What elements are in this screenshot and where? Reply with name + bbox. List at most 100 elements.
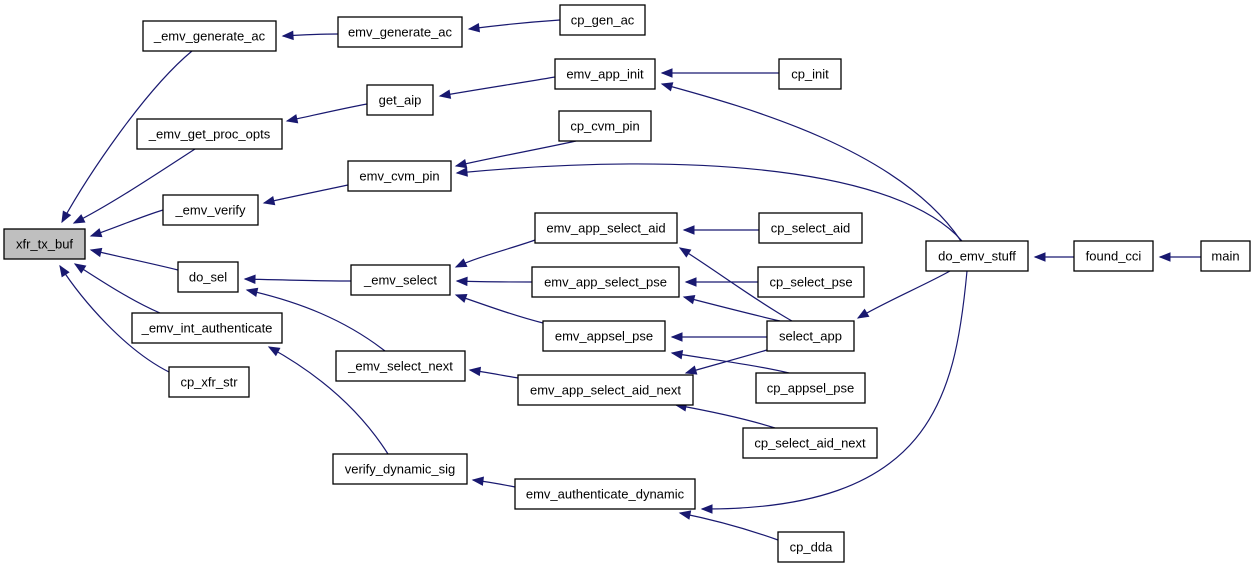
node-box[interactable]: [542, 320, 666, 352]
edge-verify_dynamic_sig-to-_emv_int_authenticate: [267, 346, 389, 455]
edge-cp_appsel_pse-to-emv_appsel_pse: [670, 350, 790, 374]
node-box[interactable]: [778, 58, 842, 90]
node-label: cp_select_aid_next: [754, 436, 866, 451]
node-box[interactable]: [558, 110, 652, 142]
node-emv-app-select-aid[interactable]: emv_app_select_aid: [534, 212, 678, 244]
node-box[interactable]: [1073, 240, 1154, 272]
node-emv-get-proc-opts[interactable]: _emv_get_proc_opts: [136, 118, 283, 150]
node-label: emv_appsel_pse: [555, 329, 653, 344]
node-box[interactable]: [332, 453, 468, 485]
node-box[interactable]: [757, 266, 865, 298]
node-box[interactable]: [168, 366, 250, 398]
edge-do_sel-to-xfr_tx_buf: [89, 247, 179, 271]
arrowhead: [471, 476, 484, 486]
edge-select_app-to-emv_app_select_aid: [678, 247, 793, 322]
node-cp-select-pse[interactable]: cp_select_pse: [757, 266, 865, 298]
edge-get_aip-to-_emv_get_proc_opts: [285, 103, 368, 124]
node-do-sel[interactable]: do_sel: [177, 261, 239, 293]
node-cp-xfr-str[interactable]: cp_xfr_str: [168, 366, 250, 398]
node-emv-app-select-pse[interactable]: emv_app_select_pse: [531, 266, 680, 298]
node-cp-appsel-pse[interactable]: cp_appsel_pse: [755, 372, 866, 404]
node-label: cp_cvm_pin: [570, 119, 639, 134]
node-found-cci[interactable]: found_cci: [1073, 240, 1154, 272]
arrowhead: [678, 510, 692, 520]
node-main[interactable]: main: [1200, 240, 1251, 272]
arrowhead: [89, 228, 103, 238]
node-box[interactable]: [559, 4, 646, 36]
node-label: _emv_int_authenticate: [141, 321, 273, 336]
node-cp-dda[interactable]: cp_dda: [777, 531, 845, 563]
edge-cp_cvm_pin-to-emv_cvm_pin: [454, 140, 577, 169]
edge-line: [456, 163, 963, 242]
node-emv-int-authenticate[interactable]: _emv_int_authenticate: [131, 312, 283, 344]
node-emv-select[interactable]: _emv_select: [350, 264, 451, 296]
node-box[interactable]: [162, 194, 259, 226]
node-cp-select-aid-next[interactable]: cp_select_aid_next: [742, 427, 878, 459]
node-box[interactable]: [142, 20, 277, 52]
edge-_emv_select-to-do_sel: [243, 274, 352, 284]
node-box[interactable]: [925, 240, 1029, 272]
node-emv-verify[interactable]: _emv_verify: [162, 194, 259, 226]
node-box[interactable]: [758, 212, 863, 244]
node-emv-cvm-pin[interactable]: emv_cvm_pin: [347, 160, 452, 192]
edge-_emv_get_proc_opts-to-xfr_tx_buf: [72, 148, 196, 224]
arrowhead: [262, 196, 276, 206]
edge-cp_select_pse-to-emv_app_select_pse: [684, 277, 759, 287]
edge-_emv_verify-to-xfr_tx_buf: [89, 209, 164, 238]
edge-emv_app_select_pse-to-_emv_select: [455, 276, 533, 287]
node-box[interactable]: [1200, 240, 1251, 272]
node-box[interactable]: [366, 84, 434, 116]
edge-emv_app_select_aid-to-_emv_select: [454, 239, 536, 268]
node-box[interactable]: [3, 228, 86, 260]
edge-line: [90, 249, 179, 271]
node-box[interactable]: [347, 160, 452, 192]
node-box[interactable]: [337, 16, 463, 48]
node-box[interactable]: [777, 531, 845, 563]
node-box[interactable]: [136, 118, 283, 150]
arrowhead: [684, 277, 697, 287]
node-box[interactable]: [766, 320, 855, 352]
node-emv-app-init[interactable]: emv_app_init: [554, 58, 656, 90]
node-box[interactable]: [755, 372, 866, 404]
node-emv-generate-ac[interactable]: emv_generate_ac: [337, 16, 463, 48]
node-label: emv_authenticate_dynamic: [526, 487, 685, 502]
node-get-aip[interactable]: get_aip: [366, 84, 434, 116]
node-box[interactable]: [335, 350, 466, 382]
node-xfr-tx-buf[interactable]: xfr_tx_buf: [3, 228, 86, 260]
node-box[interactable]: [742, 427, 878, 459]
node-label: main: [1211, 249, 1239, 264]
node-emv-app-select-aid-next[interactable]: emv_app_select_aid_next: [517, 374, 694, 406]
node-box[interactable]: [534, 212, 678, 244]
node-cp-cvm-pin[interactable]: cp_cvm_pin: [558, 110, 652, 142]
arrowhead: [267, 346, 281, 357]
node-box[interactable]: [517, 374, 694, 406]
node-label: get_aip: [379, 93, 422, 108]
node-box[interactable]: [531, 266, 680, 298]
node-box[interactable]: [554, 58, 656, 90]
node-box[interactable]: [350, 264, 451, 296]
node-cp-init[interactable]: cp_init: [778, 58, 842, 90]
node-emv-generate-ac[interactable]: _emv_generate_ac: [142, 20, 277, 52]
node-verify-dynamic-sig[interactable]: verify_dynamic_sig: [332, 453, 468, 485]
node-box[interactable]: [514, 478, 696, 510]
node-box[interactable]: [131, 312, 283, 344]
edge-emv_authenticate_dynamic-to-verify_dynamic_sig: [471, 476, 516, 488]
arrowhead: [468, 366, 482, 377]
node-label: emv_app_select_aid_next: [530, 383, 681, 398]
node-box[interactable]: [177, 261, 239, 293]
node-label: _emv_generate_ac: [153, 29, 266, 44]
node-emv-select-next[interactable]: _emv_select_next: [335, 350, 466, 382]
node-do-emv-stuff[interactable]: do_emv_stuff: [925, 240, 1029, 272]
edge-_emv_generate_ac-to-xfr_tx_buf: [61, 50, 193, 224]
edge-emv_cvm_pin-to-_emv_verify: [262, 184, 349, 206]
node-emv-authenticate-dynamic[interactable]: emv_authenticate_dynamic: [514, 478, 696, 510]
node-cp-gen-ac[interactable]: cp_gen_ac: [559, 4, 646, 36]
edge-emv_app_init-to-get_aip: [438, 76, 556, 99]
node-select-app[interactable]: select_app: [766, 320, 855, 352]
node-cp-select-aid[interactable]: cp_select_aid: [758, 212, 863, 244]
edge-emv_generate_ac-to-_emv_generate_ac: [281, 30, 339, 41]
node-emv-appsel-pse[interactable]: emv_appsel_pse: [542, 320, 666, 352]
edge-do_emv_stuff-to-emv_authenticate_dynamic: [700, 270, 968, 514]
arrowhead: [700, 504, 713, 514]
edge-main-to-found_cci: [1158, 252, 1202, 262]
